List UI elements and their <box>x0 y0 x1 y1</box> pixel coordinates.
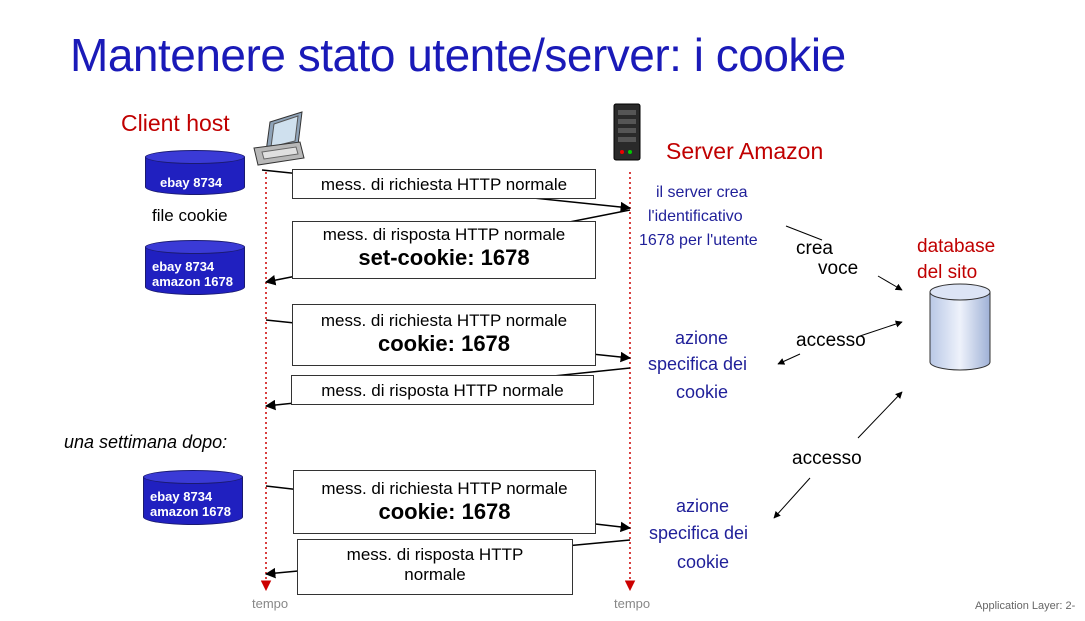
message-text: mess. di richiesta HTTP normale <box>320 311 568 330</box>
set-cookie-header: set-cookie: 1678 <box>358 245 530 270</box>
time-label-client: tempo <box>252 596 289 611</box>
arrow-crea-voce <box>877 275 903 291</box>
client-host-label: Client host <box>121 110 230 136</box>
message-response-3: mess. di risposta HTTP normale <box>297 539 573 595</box>
cookie-entry: ebay 8734 <box>150 489 213 504</box>
action-label: specifica dei <box>648 354 748 374</box>
site-database-icon <box>929 283 991 371</box>
time-label-server: tempo <box>614 596 651 611</box>
cookie-entry: ebay 8734 <box>160 175 223 190</box>
crea-label: crea <box>796 238 833 259</box>
action-label: azione <box>676 496 730 516</box>
cookie-entry: amazon 1678 <box>150 504 231 519</box>
computer-icon <box>253 111 305 166</box>
action-label: specifica dei <box>649 523 749 543</box>
action-label: cookie <box>676 382 729 402</box>
arrow-accesso2-action <box>773 477 811 519</box>
message-text: normale <box>404 565 466 584</box>
database-label-2: del sito <box>917 262 978 283</box>
message-response-1: mess. di risposta HTTP normale set-cooki… <box>292 221 596 279</box>
cookie-header: cookie: 1678 <box>378 499 511 524</box>
message-request-1: mess. di richiesta HTTP normale <box>292 169 596 199</box>
accesso-label: accesso <box>796 330 866 351</box>
action-label: cookie <box>677 552 730 572</box>
message-text: mess. di risposta HTTP normale <box>321 381 564 400</box>
cookie-entry: ebay 8734 <box>152 259 215 274</box>
accesso-label: accesso <box>792 448 862 469</box>
server-label: Server Amazon <box>666 138 824 164</box>
message-text: mess. di risposta HTTP normale <box>322 225 566 244</box>
server-icon <box>613 103 641 161</box>
server-note-line: il server crea <box>656 184 748 201</box>
page-title: Mantenere stato utente/server: i cookie <box>70 29 846 81</box>
arrow-accesso1-action <box>777 353 801 365</box>
voce-label: voce <box>818 258 859 279</box>
server-note-line: 1678 per l'utente <box>639 232 758 249</box>
cookie-header: cookie: 1678 <box>377 331 511 356</box>
arrow-create-note <box>785 225 823 241</box>
message-text: mess. di richiesta HTTP normale <box>321 479 568 498</box>
cookie-entry: amazon 1678 <box>152 274 233 289</box>
action-label: azione <box>675 328 729 348</box>
message-response-2: mess. di risposta HTTP normale <box>291 375 594 405</box>
message-text: mess. di risposta HTTP <box>346 545 524 564</box>
file-cookie-label: file cookie <box>152 206 228 225</box>
database-label: database <box>917 236 996 257</box>
arrow-accesso1-db <box>859 320 903 337</box>
server-note-line: l'identificativo <box>648 208 743 225</box>
message-request-3: mess. di richiesta HTTP normale cookie: … <box>293 470 596 534</box>
footer-label: Application Layer: 2- <box>975 600 1076 612</box>
message-text: mess. di richiesta HTTP normale <box>320 175 568 194</box>
week-later-label: una settimana dopo: <box>64 432 228 452</box>
message-request-2: mess. di richiesta HTTP normale cookie: … <box>292 304 596 366</box>
arrow-accesso2-db <box>857 391 903 439</box>
